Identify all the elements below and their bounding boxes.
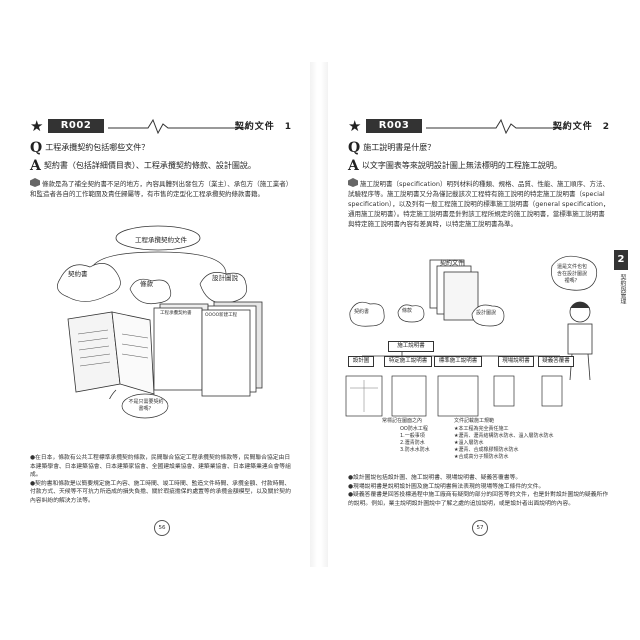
left-section-code: R002 [48, 119, 104, 133]
diagram-clauses-label: 條款 [140, 280, 153, 288]
book-gutter [310, 62, 328, 567]
right-notes: ●設計圖說包括設計圖、施工說明書、現場說明書、疑義答覆書等。 ●現場說明書是說明… [348, 474, 610, 508]
diagram-top-label: 工程承攬契約文件 [135, 236, 187, 244]
left-page-number: 56 [154, 520, 170, 536]
list-1: OO防水工程 1.一般事項 2.瀝青防水 3.防水水防水 [400, 426, 430, 453]
left-note-1: ●在日本，條款有公共工程標準承攬契約條款，民間聯合協定工程承攬契約條款等，民間聯… [30, 455, 291, 479]
right-bubble-text: 還是文件也包含在設計圖說裡嗎？ [556, 264, 587, 284]
right-body-text: 施工說明書（specification）明列材料的種類、規格、品質、性能、施工順… [348, 178, 610, 228]
diagram-drawings-label: 設計圖說 [212, 274, 238, 282]
pulse-line-icon [426, 118, 566, 134]
cube-bullet-icon [348, 178, 358, 187]
design-drawings-box: 設計圖 [348, 356, 374, 367]
left-note-2: ●契約書和條款是以簡要規定施工內容、施工時間、竣工時間、監造文件時間、承攬金額、… [30, 480, 291, 504]
caption-1: 常標記在圖面之內 [382, 418, 423, 424]
diagram-contract-label: 契約書 [68, 270, 88, 278]
qa-spec-box: 疑義答覆書 [538, 356, 574, 367]
right-page-number: 57 [472, 520, 488, 536]
right-diagram-art [345, 255, 598, 417]
cube-bullet-icon [30, 178, 40, 187]
left-notes: ●在日本，條款有公共工程標準承攬契約條款，民間聯合協定工程承攬契約條款等，民間聯… [30, 454, 292, 506]
caption-2: 文件記載施工規範 [454, 418, 495, 424]
contract-docs-label: 契約文件 [440, 260, 465, 267]
standard-spec-box: 標準施工說明書 [434, 356, 482, 367]
chapter-tab-label: 契約與管理 [619, 274, 626, 304]
right-contract-label: 契約書 [354, 309, 370, 315]
pulse-line-icon [108, 118, 248, 134]
special-spec-box: 特定施工說明書 [384, 356, 432, 367]
field-spec-box: 現場說明書 [498, 356, 534, 367]
right-note-2: ●現場說明書是說明設計圖及施工說明書無法表現的現場等施工條件的文件。 [348, 483, 545, 490]
right-header: ★ R003 契約文件 2 [348, 116, 610, 136]
speech-bubble-icon [121, 393, 169, 419]
book-label-1: 工程承攬契約書 [160, 311, 192, 316]
book-label-3: OOOO新建工程 [205, 313, 238, 318]
right-section-title: 契約文件 2 [552, 122, 610, 132]
left-header: ★ R002 契約文件 1 [30, 116, 292, 136]
right-section-code: R003 [366, 119, 422, 133]
chapter-tab: 2 [614, 250, 628, 270]
spec-box: 施工說明書 [388, 341, 434, 352]
star-icon: ★ [30, 117, 44, 135]
list-2: ★本工程為完全責任施工 ★瀝青、瀝青結構防水防水、溫入層防水防水 ★溫入層防水 … [454, 426, 554, 460]
right-drawings-label: 設計圖說 [476, 310, 497, 316]
right-note-3: ●疑義答覆書是回答投標過程中施工廠商有疑問的部分的回答等的文件，也是針對設計圖說… [348, 492, 609, 507]
diagram-bubble-text: 不是只需要契約書嗎？ [128, 399, 164, 412]
star-icon: ★ [348, 117, 362, 135]
right-clauses-label: 條款 [402, 308, 413, 314]
right-note-1: ●設計圖說包括設計圖、施工說明書、現場說明書、疑義答覆書等。 [348, 475, 522, 481]
left-diagram-art [57, 225, 263, 399]
left-body-text: 條款是為了補全契約書不足的地方，內容具體列出發包方（業主）、承包方（施工業者）和… [30, 178, 289, 198]
left-section-title: 契約文件 1 [234, 122, 292, 132]
